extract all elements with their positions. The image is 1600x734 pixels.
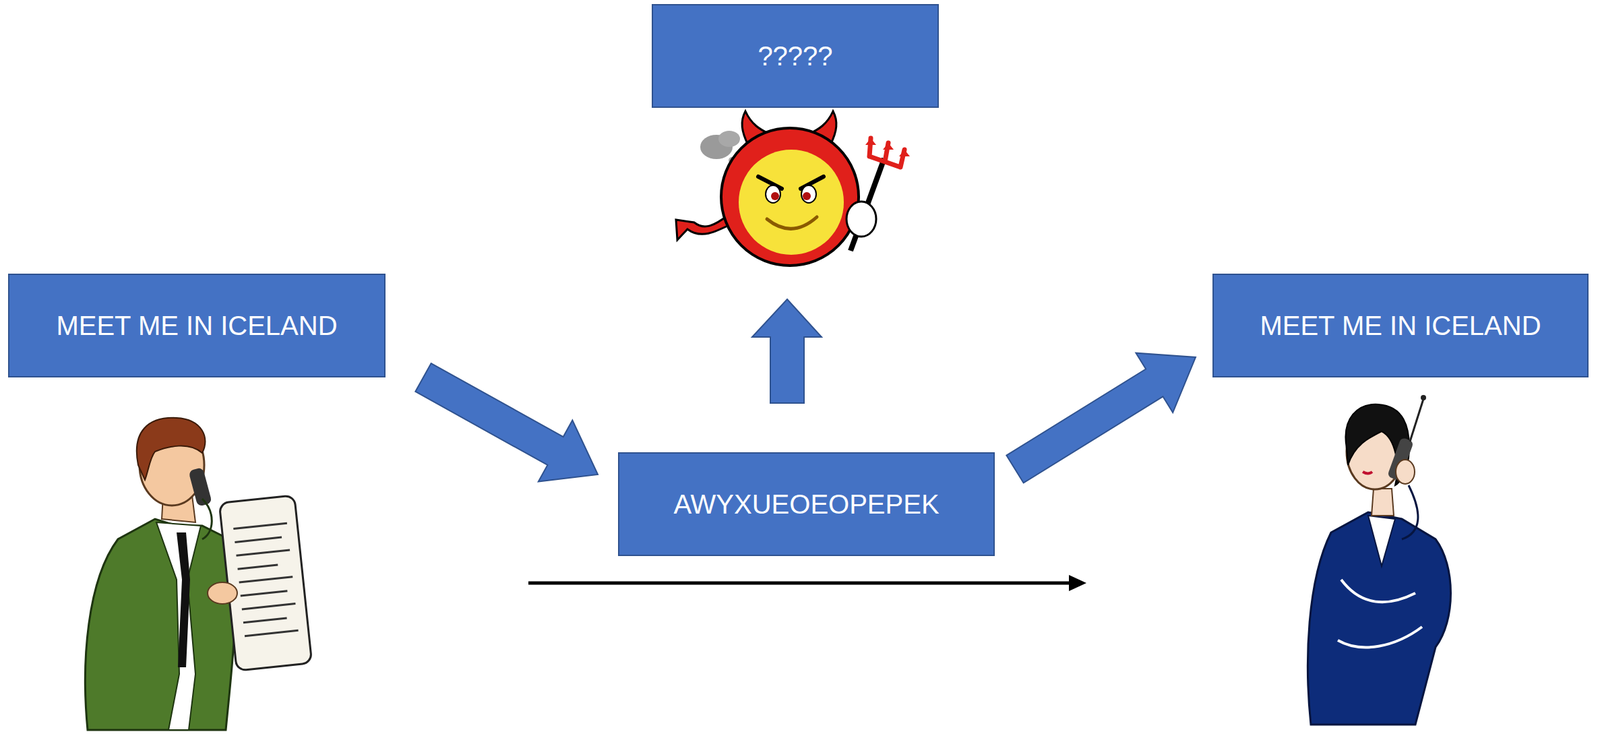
box-text: MEET ME IN ICELAND [1259, 310, 1541, 342]
box-text: ????? [757, 40, 833, 72]
process-box: AWYXUEOEOPEPEK [618, 452, 995, 557]
process-box: ????? [651, 4, 939, 108]
up-arrow [752, 299, 822, 404]
process-box: MEET ME IN ICELAND [8, 273, 386, 378]
direction-arrow [528, 574, 1087, 592]
box-text: MEET ME IN ICELAND [55, 310, 337, 342]
receiver-figure [1307, 394, 1451, 725]
block-arrow [415, 363, 598, 482]
process-box: MEET ME IN ICELAND [1212, 273, 1589, 378]
box-text: AWYXUEOEOPEPEK [673, 488, 939, 520]
block-arrow [1006, 353, 1196, 484]
sender-figure [84, 417, 312, 730]
devil-icon [675, 111, 910, 266]
